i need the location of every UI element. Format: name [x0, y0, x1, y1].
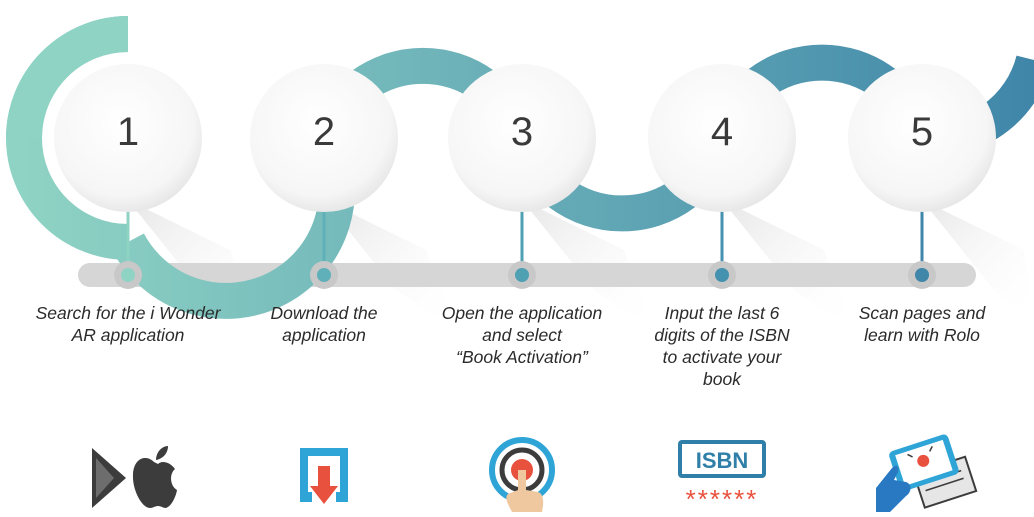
app-store-icons	[78, 428, 178, 512]
number-disc	[848, 64, 996, 212]
number-discs	[54, 64, 996, 212]
number-disc	[448, 64, 596, 212]
download-icon	[274, 428, 374, 512]
step-text-2: Download the application	[270, 303, 378, 345]
step-text-3: Open the application and select “Book Ac…	[441, 303, 603, 367]
timeline-dot	[515, 268, 529, 282]
scan-tablet-icon	[872, 428, 978, 512]
apple-icon	[132, 446, 177, 508]
number-disc	[250, 64, 398, 212]
step-number-5: 5	[910, 110, 934, 154]
number-disc	[648, 64, 796, 212]
isbn-label: ISBN	[696, 448, 749, 473]
number-disc	[54, 64, 202, 212]
timeline-dot	[915, 268, 929, 282]
step-number-2: 2	[312, 110, 336, 154]
timeline-dot	[715, 268, 729, 282]
step-text-4: Input the last 6 digits of the ISBN to a…	[654, 303, 790, 389]
timeline-dots	[114, 261, 936, 289]
step-number-3: 3	[510, 110, 534, 154]
step-number-1: 1	[116, 110, 140, 154]
step-text-1: Search for the i Wonder AR application	[35, 303, 221, 345]
step-number-4: 4	[710, 110, 734, 154]
play-store-icon	[92, 448, 126, 508]
tap-hand-icon	[472, 428, 572, 512]
timeline-dot	[121, 268, 135, 282]
isbn-icon: ISBN ******	[672, 428, 772, 514]
timeline-dot	[317, 268, 331, 282]
step-text-5: Scan pages and learn with Rolo	[858, 303, 986, 345]
isbn-stars: ******	[686, 484, 759, 514]
